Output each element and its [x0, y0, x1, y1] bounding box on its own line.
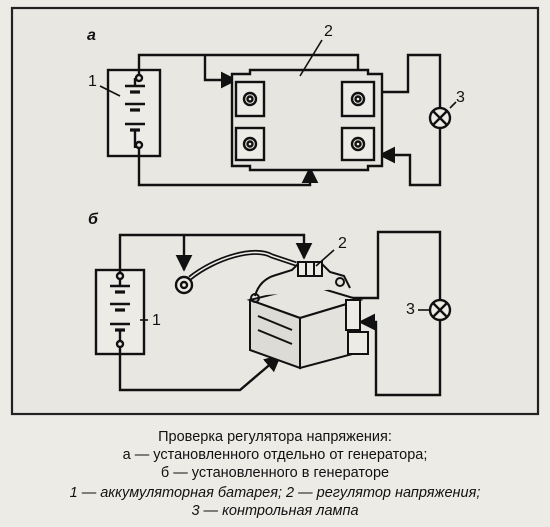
caption-legend-1: 1 — аккумуляторная батарея; 2 — регулято…	[69, 485, 481, 501]
panel-a-circuit	[99, 39, 457, 187]
panel-b-regulator-label: 2	[338, 235, 347, 252]
caption-line-a: а — установленного отдельно от генератор…	[122, 447, 428, 463]
panel-a-letter: а	[87, 27, 96, 44]
panel-a-battery-label: 1	[88, 73, 97, 90]
panel-b-circuit	[94, 230, 452, 397]
panel-a-regulator-label: 2	[324, 23, 333, 40]
caption-legend-2: 3 — контрольная лампа	[191, 503, 359, 519]
caption-title: Проверка регулятора напряжения:	[158, 429, 392, 445]
caption-line-b: б — установленного в генераторе	[160, 465, 390, 481]
panel-b-regulator	[246, 260, 369, 370]
panel-b-letter: б	[88, 211, 98, 228]
panel-b-battery-label: 1	[152, 312, 161, 329]
panel-a-lamp-label: 3	[456, 89, 465, 106]
panel-b-lamp-label: 3	[406, 301, 415, 318]
